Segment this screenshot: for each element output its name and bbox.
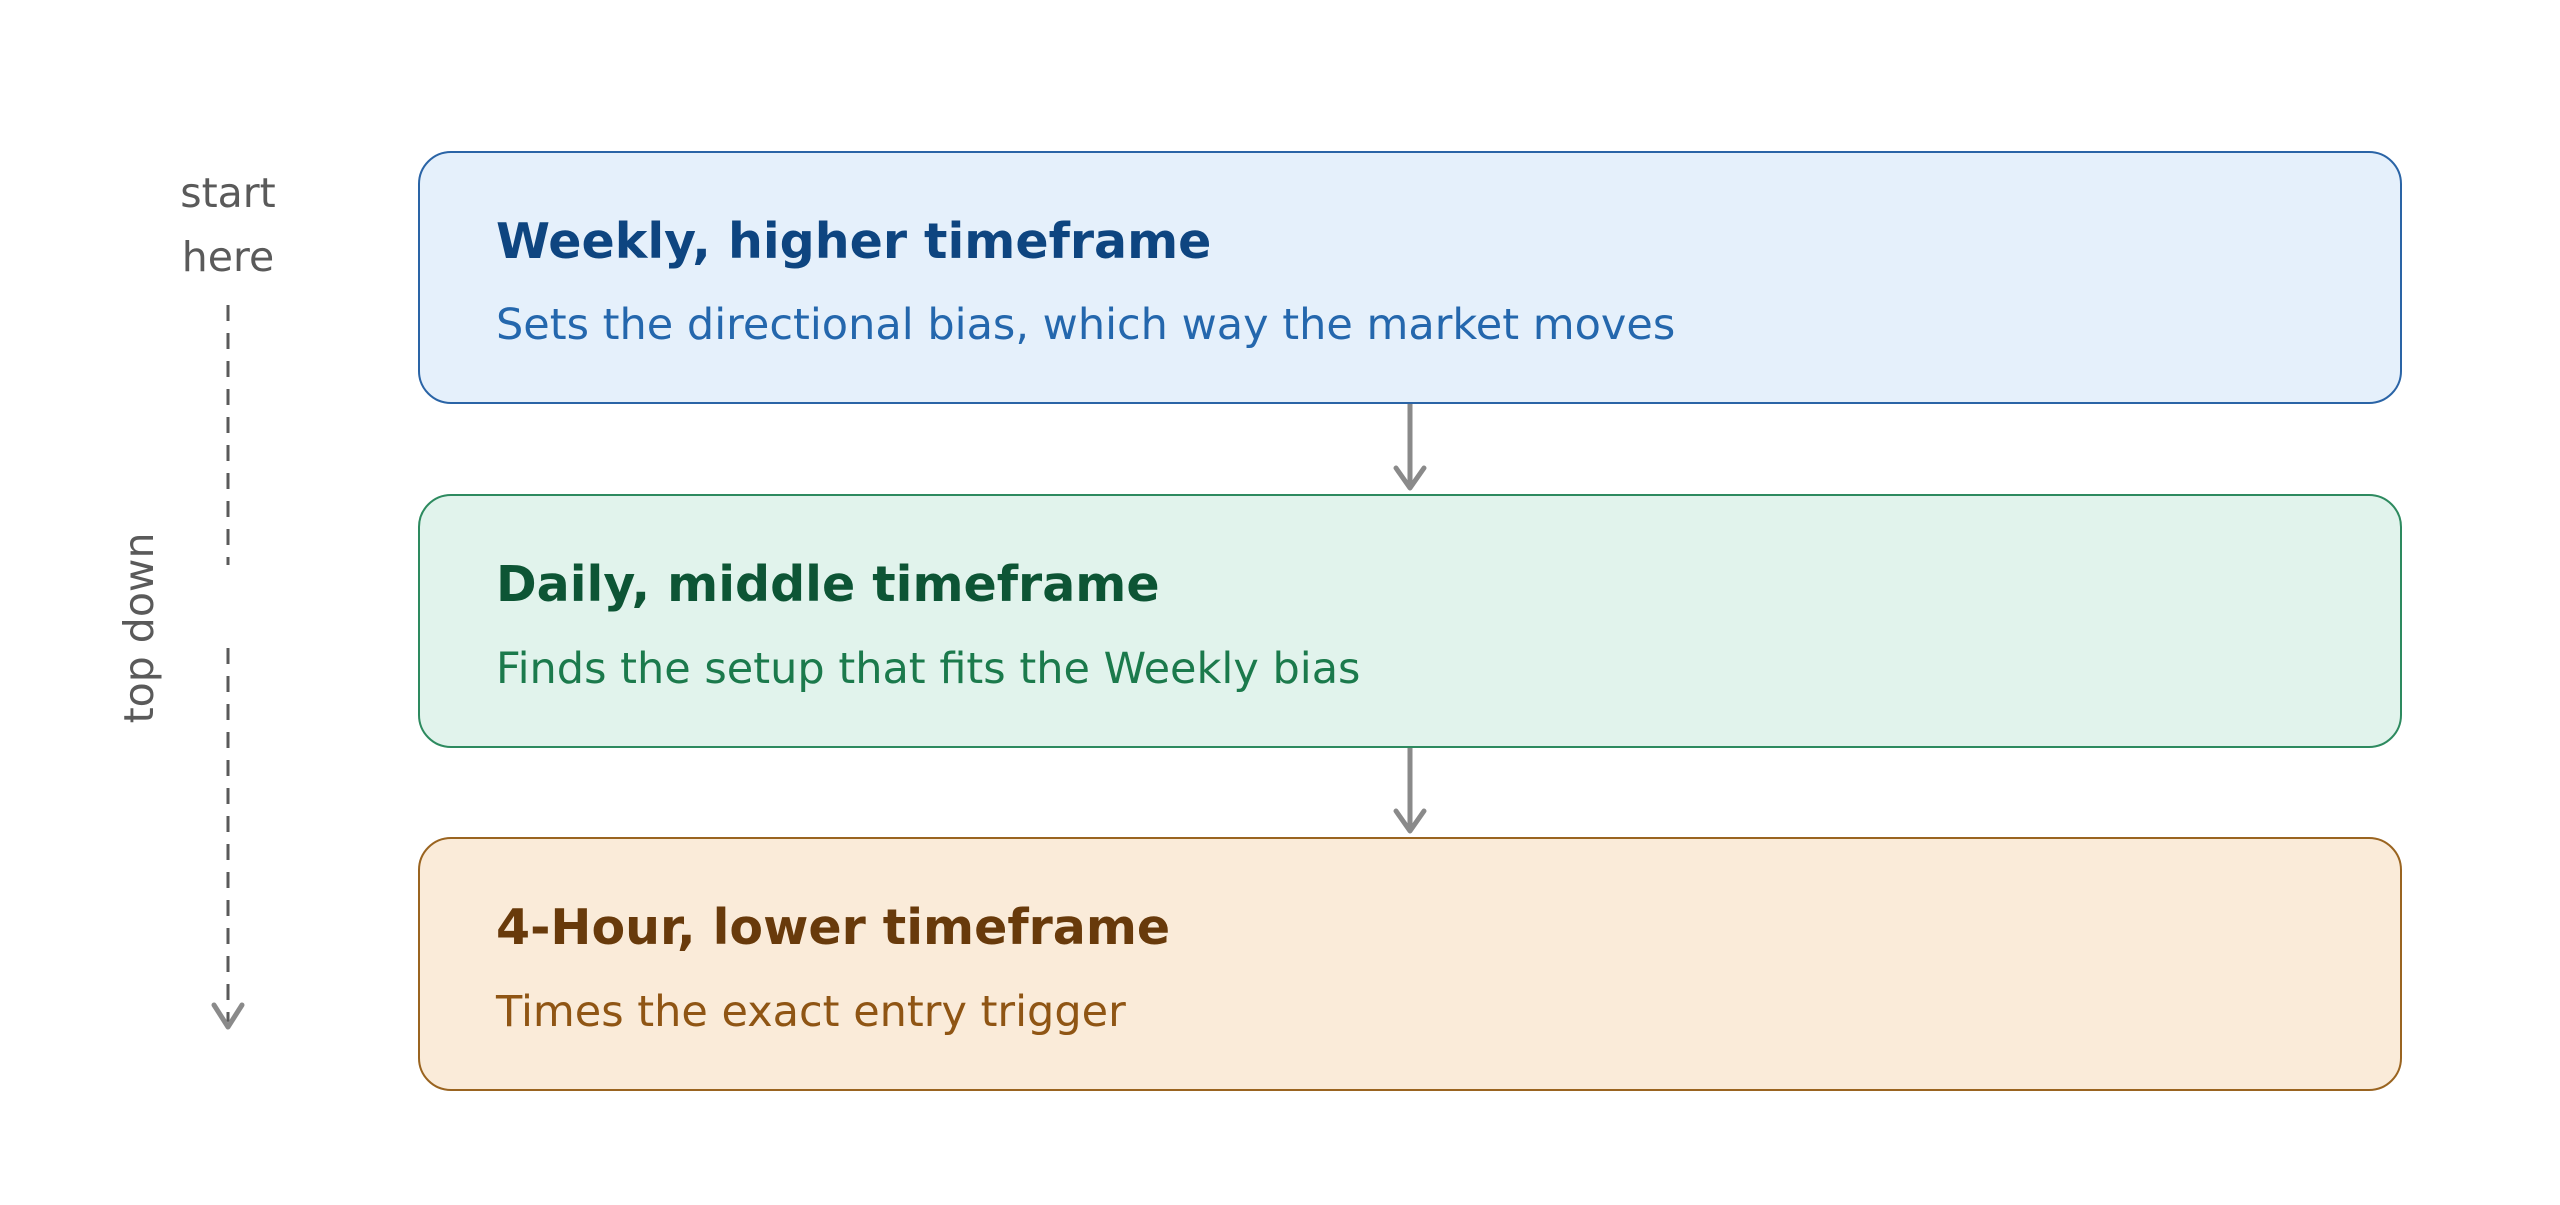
step-title: 4-Hour, lower timeframe bbox=[496, 899, 1170, 956]
step-4hour: 4-Hour, lower timeframe Times the exact … bbox=[418, 837, 2402, 1091]
step-weekly: Weekly, higher timeframe Sets the direct… bbox=[418, 151, 2402, 404]
step-title: Weekly, higher timeframe bbox=[496, 213, 1211, 270]
dashed-arrow-down-icon bbox=[211, 1002, 245, 1030]
step-daily: Daily, middle timeframe Finds the setup … bbox=[418, 494, 2402, 748]
arrow-down-icon bbox=[1393, 808, 1427, 834]
step-description: Sets the directional bias, which way the… bbox=[496, 300, 1675, 350]
connector-1 bbox=[1393, 404, 1427, 491]
direction-indicator: start here top down bbox=[115, 169, 276, 1030]
start-label-line1: start bbox=[180, 169, 276, 217]
connector-2 bbox=[1393, 748, 1427, 834]
direction-label: top down bbox=[115, 533, 163, 724]
start-label-line2: here bbox=[182, 233, 274, 281]
step-description: Times the exact entry trigger bbox=[495, 987, 1126, 1037]
step-box bbox=[418, 151, 2402, 404]
step-title: Daily, middle timeframe bbox=[496, 556, 1160, 613]
step-box bbox=[418, 494, 2402, 748]
arrow-down-icon bbox=[1393, 465, 1427, 491]
step-description: Finds the setup that fits the Weekly bia… bbox=[496, 644, 1360, 694]
step-box bbox=[418, 837, 2402, 1091]
